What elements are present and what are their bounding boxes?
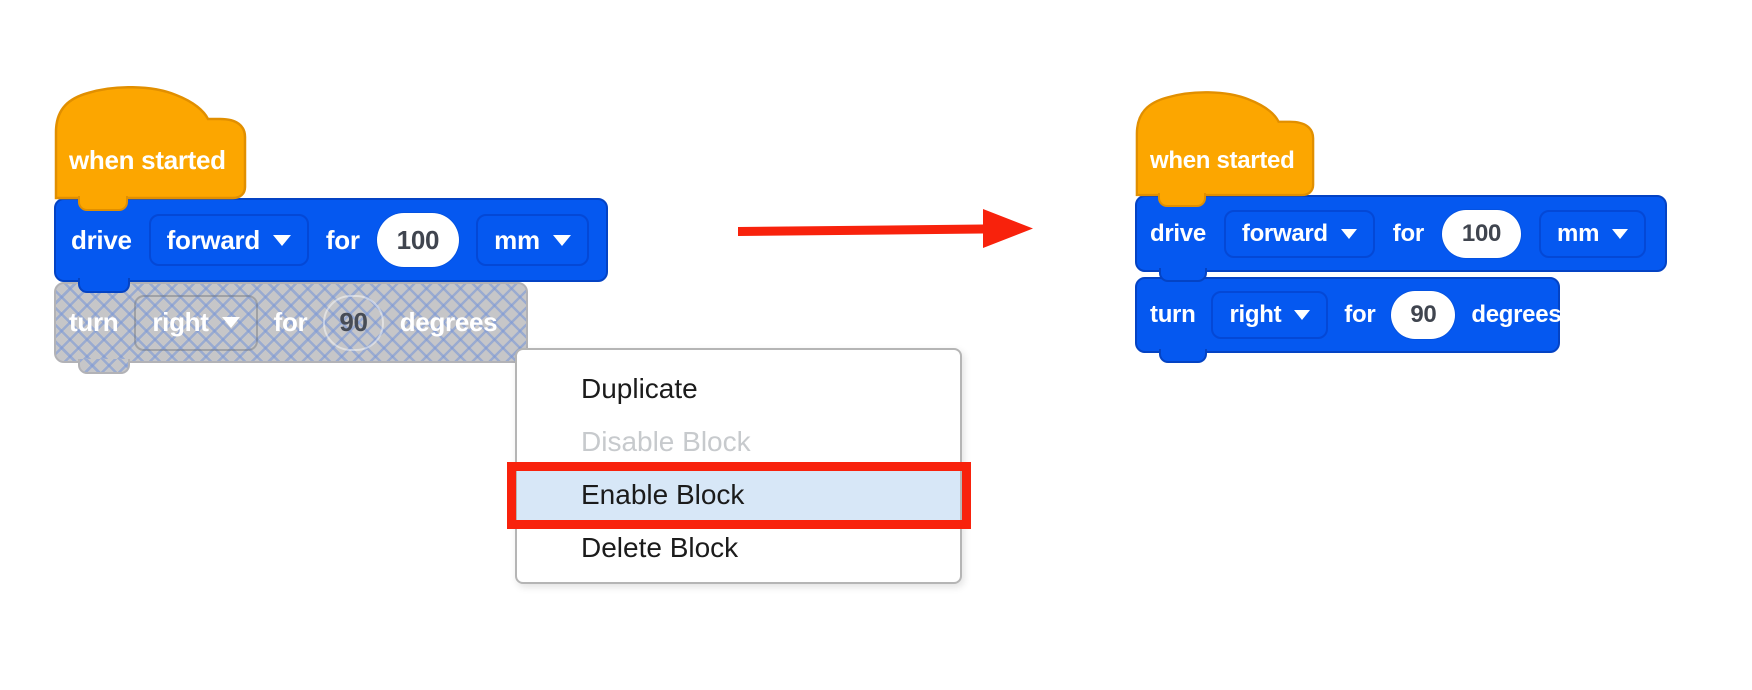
direction-value: right bbox=[152, 307, 209, 337]
drive-block[interactable]: drive forward for 100 mm bbox=[54, 198, 608, 293]
red-arrow-icon bbox=[738, 209, 1033, 248]
block-connector-tab bbox=[1159, 268, 1207, 282]
direction-dropdown[interactable]: forward bbox=[148, 214, 309, 266]
direction-dropdown[interactable]: right bbox=[1211, 291, 1329, 339]
unit-value: mm bbox=[1557, 219, 1600, 247]
direction-value: forward bbox=[1241, 219, 1328, 247]
angle-value: 90 bbox=[1410, 301, 1437, 328]
hat-shape bbox=[1135, 91, 1315, 197]
turn-verb-label: turn bbox=[1150, 301, 1196, 328]
hat-label: when started bbox=[69, 145, 226, 175]
direction-dropdown[interactable]: forward bbox=[1223, 209, 1375, 258]
hat-shape bbox=[54, 86, 247, 200]
for-label: for bbox=[1344, 301, 1376, 328]
hat-label: when started bbox=[1150, 147, 1295, 174]
turn-block[interactable]: turn right for 90 degrees bbox=[1135, 277, 1562, 363]
when-started-hat-block[interactable]: when started bbox=[54, 86, 247, 211]
unit-dropdown[interactable]: mm bbox=[1539, 209, 1647, 258]
direction-dropdown[interactable]: right bbox=[134, 294, 258, 351]
distance-input[interactable]: 100 bbox=[1441, 209, 1522, 258]
chevron-down-icon bbox=[221, 317, 240, 328]
degrees-label: degrees bbox=[1471, 301, 1562, 328]
drive-verb-label: drive bbox=[1150, 219, 1206, 247]
angle-value: 90 bbox=[339, 307, 368, 337]
turn-verb-label: turn bbox=[69, 307, 119, 337]
for-label: for bbox=[325, 224, 360, 255]
block-connector-tab bbox=[78, 359, 130, 374]
chevron-down-icon bbox=[552, 234, 571, 246]
when-started-hat-block[interactable]: when started bbox=[1135, 91, 1315, 207]
context-menu: Duplicate Disable Block Enable Block Del… bbox=[515, 348, 962, 584]
unit-value: mm bbox=[494, 224, 540, 255]
distance-value: 100 bbox=[1461, 219, 1502, 247]
angle-input[interactable]: 90 bbox=[1391, 291, 1456, 339]
menu-item-enable-block[interactable]: Enable Block bbox=[517, 468, 960, 521]
chevron-down-icon bbox=[272, 234, 291, 246]
unit-dropdown[interactable]: mm bbox=[476, 214, 589, 266]
angle-input[interactable]: 90 bbox=[323, 294, 384, 351]
distance-input[interactable]: 100 bbox=[376, 213, 460, 267]
drive-block[interactable]: drive forward for 100 mm bbox=[1135, 195, 1667, 282]
menu-item-disable-block: Disable Block bbox=[581, 426, 751, 457]
direction-value: right bbox=[1229, 301, 1282, 328]
menu-item-delete-block[interactable]: Delete Block bbox=[581, 532, 739, 563]
chevron-down-icon bbox=[1294, 310, 1311, 320]
for-label: for bbox=[273, 307, 308, 337]
block-connector-tab bbox=[78, 196, 128, 211]
chevron-down-icon bbox=[1612, 228, 1629, 239]
degrees-label: degrees bbox=[399, 307, 498, 337]
block-connector-tab bbox=[1158, 193, 1206, 207]
block-connector-tab bbox=[1159, 349, 1207, 363]
for-label: for bbox=[1392, 219, 1424, 247]
chevron-down-icon bbox=[1340, 228, 1357, 239]
turn-block-disabled[interactable]: turn right for 90 degrees bbox=[54, 282, 528, 374]
drive-verb-label: drive bbox=[71, 224, 132, 255]
distance-value: 100 bbox=[396, 224, 440, 255]
menu-item-duplicate[interactable]: Duplicate bbox=[581, 373, 698, 404]
direction-value: forward bbox=[166, 224, 261, 255]
block-connector-tab bbox=[78, 278, 130, 293]
